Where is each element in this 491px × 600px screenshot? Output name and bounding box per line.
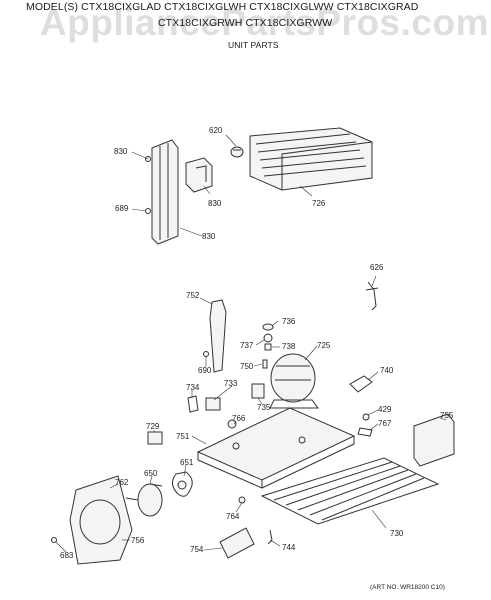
callout-744: 744 xyxy=(282,543,296,552)
callout-755: 755 xyxy=(440,411,454,420)
part-735-overload[interactable] xyxy=(251,383,265,399)
part-620-fitting[interactable] xyxy=(230,146,244,158)
callout-766: 766 xyxy=(232,414,246,423)
part-737-grommet[interactable] xyxy=(263,333,273,343)
part-752-bracket-arm[interactable] xyxy=(209,299,227,373)
callout-737: 737 xyxy=(240,341,254,350)
part-690-screw[interactable] xyxy=(203,351,209,357)
part-754-tray[interactable] xyxy=(219,527,255,559)
section-title: UNIT PARTS xyxy=(228,40,279,50)
callout-689: 689 xyxy=(115,204,129,213)
part-755-panel[interactable] xyxy=(413,413,455,467)
callout-733: 733 xyxy=(224,379,238,388)
part-726-condenser[interactable] xyxy=(249,127,373,191)
callout-762: 762 xyxy=(115,478,129,487)
part-738-sleeve[interactable] xyxy=(264,343,272,351)
part-736-grommet[interactable] xyxy=(262,323,274,331)
callout-830a: 830 xyxy=(114,147,128,156)
part-689-screw[interactable] xyxy=(145,208,151,214)
part-683-screw[interactable] xyxy=(51,537,57,543)
callout-429: 429 xyxy=(378,405,392,414)
part-767-clip[interactable] xyxy=(357,427,373,437)
callout-756: 756 xyxy=(131,536,145,545)
callout-650: 650 xyxy=(144,469,158,478)
callout-736: 736 xyxy=(282,317,296,326)
callout-764: 764 xyxy=(226,512,240,521)
callout-651: 651 xyxy=(180,458,194,467)
callout-725: 725 xyxy=(317,341,331,350)
part-766-fastener[interactable] xyxy=(227,419,237,429)
part-650-fan-motor[interactable] xyxy=(125,483,163,517)
art-number: (ART NO. WR18200 C10) xyxy=(370,584,445,591)
callout-labels: 830 620 830 726 689 830 626 752 736 737 … xyxy=(60,126,454,560)
part-725-compressor[interactable] xyxy=(269,353,319,409)
callout-767: 767 xyxy=(378,419,392,428)
part-764-screw[interactable] xyxy=(238,496,246,504)
part-830-bracket[interactable] xyxy=(185,157,213,193)
watermark: AppliancePartsPros.com xyxy=(40,2,489,43)
part-729-block[interactable] xyxy=(147,431,163,445)
callout-735: 735 xyxy=(257,403,271,412)
callout-830b: 830 xyxy=(208,199,222,208)
part-744-clip[interactable] xyxy=(267,529,273,545)
callout-730: 730 xyxy=(390,529,404,538)
part-734-cover[interactable] xyxy=(187,395,199,413)
callout-738: 738 xyxy=(282,342,296,351)
callout-726: 726 xyxy=(312,199,326,208)
callout-626: 626 xyxy=(370,263,384,272)
callout-740: 740 xyxy=(380,366,394,375)
callout-729: 729 xyxy=(146,422,160,431)
part-626-clip[interactable] xyxy=(365,281,379,311)
callout-752: 752 xyxy=(186,291,200,300)
callout-830c: 830 xyxy=(202,232,216,241)
callout-754: 754 xyxy=(190,545,204,554)
part-429-part[interactable] xyxy=(362,413,370,421)
part-651-fan-blade[interactable] xyxy=(172,471,193,497)
callout-683: 683 xyxy=(60,551,74,560)
leader-lines xyxy=(55,134,447,553)
callout-751: 751 xyxy=(176,432,190,441)
callout-750: 750 xyxy=(240,362,254,371)
model-list-line-1: MODEL(S) CTX18CIXGLAD CTX18CIXGLWH CTX18… xyxy=(26,1,419,13)
model-list-line-2: CTX18CIXGRWH CTX18CIXGRWW xyxy=(158,17,333,29)
part-733-relay[interactable] xyxy=(205,397,221,411)
part-750-stud[interactable] xyxy=(262,359,268,369)
part-762-shroud[interactable] xyxy=(69,475,133,565)
part-830-channel[interactable] xyxy=(151,139,179,245)
callout-690: 690 xyxy=(198,366,212,375)
part-730-grid[interactable] xyxy=(260,457,440,525)
callout-620: 620 xyxy=(209,126,223,135)
callout-734: 734 xyxy=(186,383,200,392)
part-740-clip[interactable] xyxy=(349,375,373,393)
part-751-base-plate[interactable] xyxy=(196,407,356,489)
